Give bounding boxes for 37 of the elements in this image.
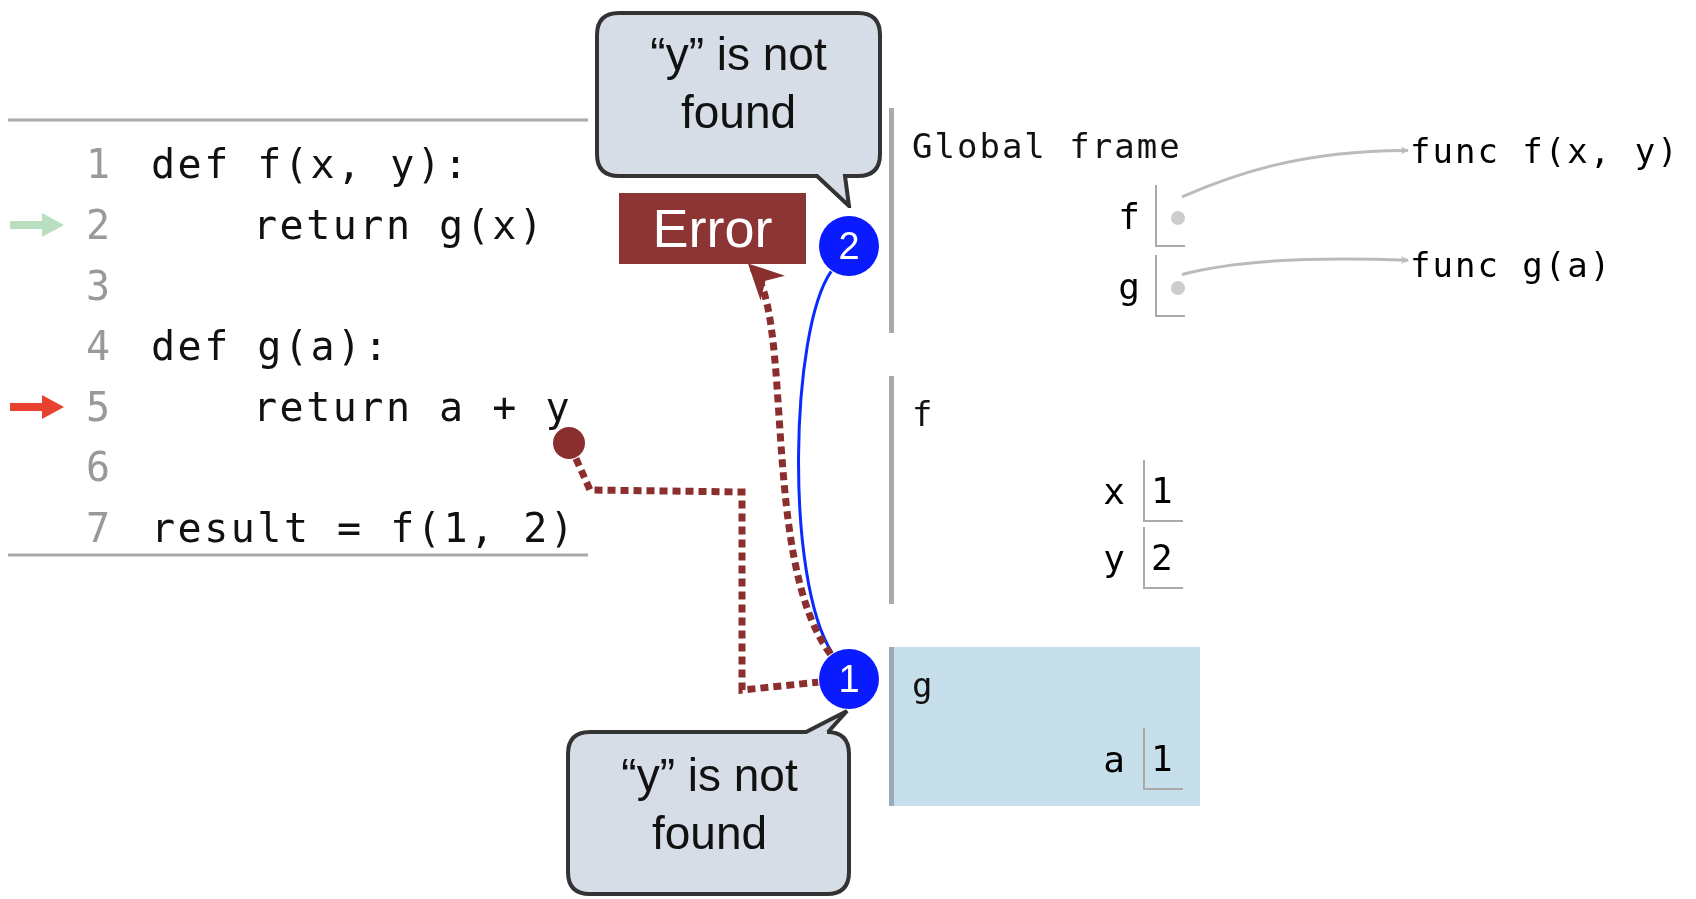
line-number: 5 <box>84 383 110 431</box>
frame-title: Global frame <box>912 126 1182 166</box>
function-label: func f(x, y) <box>1410 128 1690 174</box>
speech-bubble <box>595 11 882 208</box>
code-line: def g(a): <box>151 322 391 370</box>
error-label: Error <box>619 193 806 264</box>
code-line: def f(x, y): <box>151 140 470 188</box>
dotted-arrow <box>747 263 834 656</box>
code-line: return g(x) <box>252 201 546 249</box>
value-box: 1 <box>1143 460 1183 522</box>
variable-name: g <box>1117 265 1140 309</box>
bubble-text: “y” is not found <box>620 748 799 861</box>
frame-title: g <box>912 665 935 705</box>
value-box: 1 <box>1143 728 1183 790</box>
frame-title: f <box>912 394 935 434</box>
variable-name: a <box>1102 738 1125 782</box>
line-number: 2 <box>84 201 110 249</box>
arrow <box>1181 256 1409 276</box>
frame-panel <box>889 647 1200 806</box>
step-circle: 2 <box>819 216 879 276</box>
value-box: 2 <box>1143 527 1183 589</box>
variable-name: x <box>1102 470 1125 514</box>
dotted-line <box>572 457 819 694</box>
arrow <box>1181 146 1409 199</box>
variable-name: y <box>1102 537 1125 581</box>
code-line: return a + y <box>252 383 572 431</box>
speech-bubble <box>566 709 853 898</box>
bubble-text: “y” is not found <box>649 27 828 140</box>
line-number: 1 <box>84 140 110 188</box>
function-label: func g(a) <box>1410 242 1640 288</box>
line-number: 7 <box>84 504 110 552</box>
line-number: 3 <box>84 262 110 310</box>
line-number: 4 <box>84 322 110 370</box>
line-number: 6 <box>84 443 110 491</box>
code-line: result = f(1, 2) <box>151 504 577 552</box>
variable-name: f <box>1117 195 1140 239</box>
step-circle: 1 <box>819 649 879 709</box>
